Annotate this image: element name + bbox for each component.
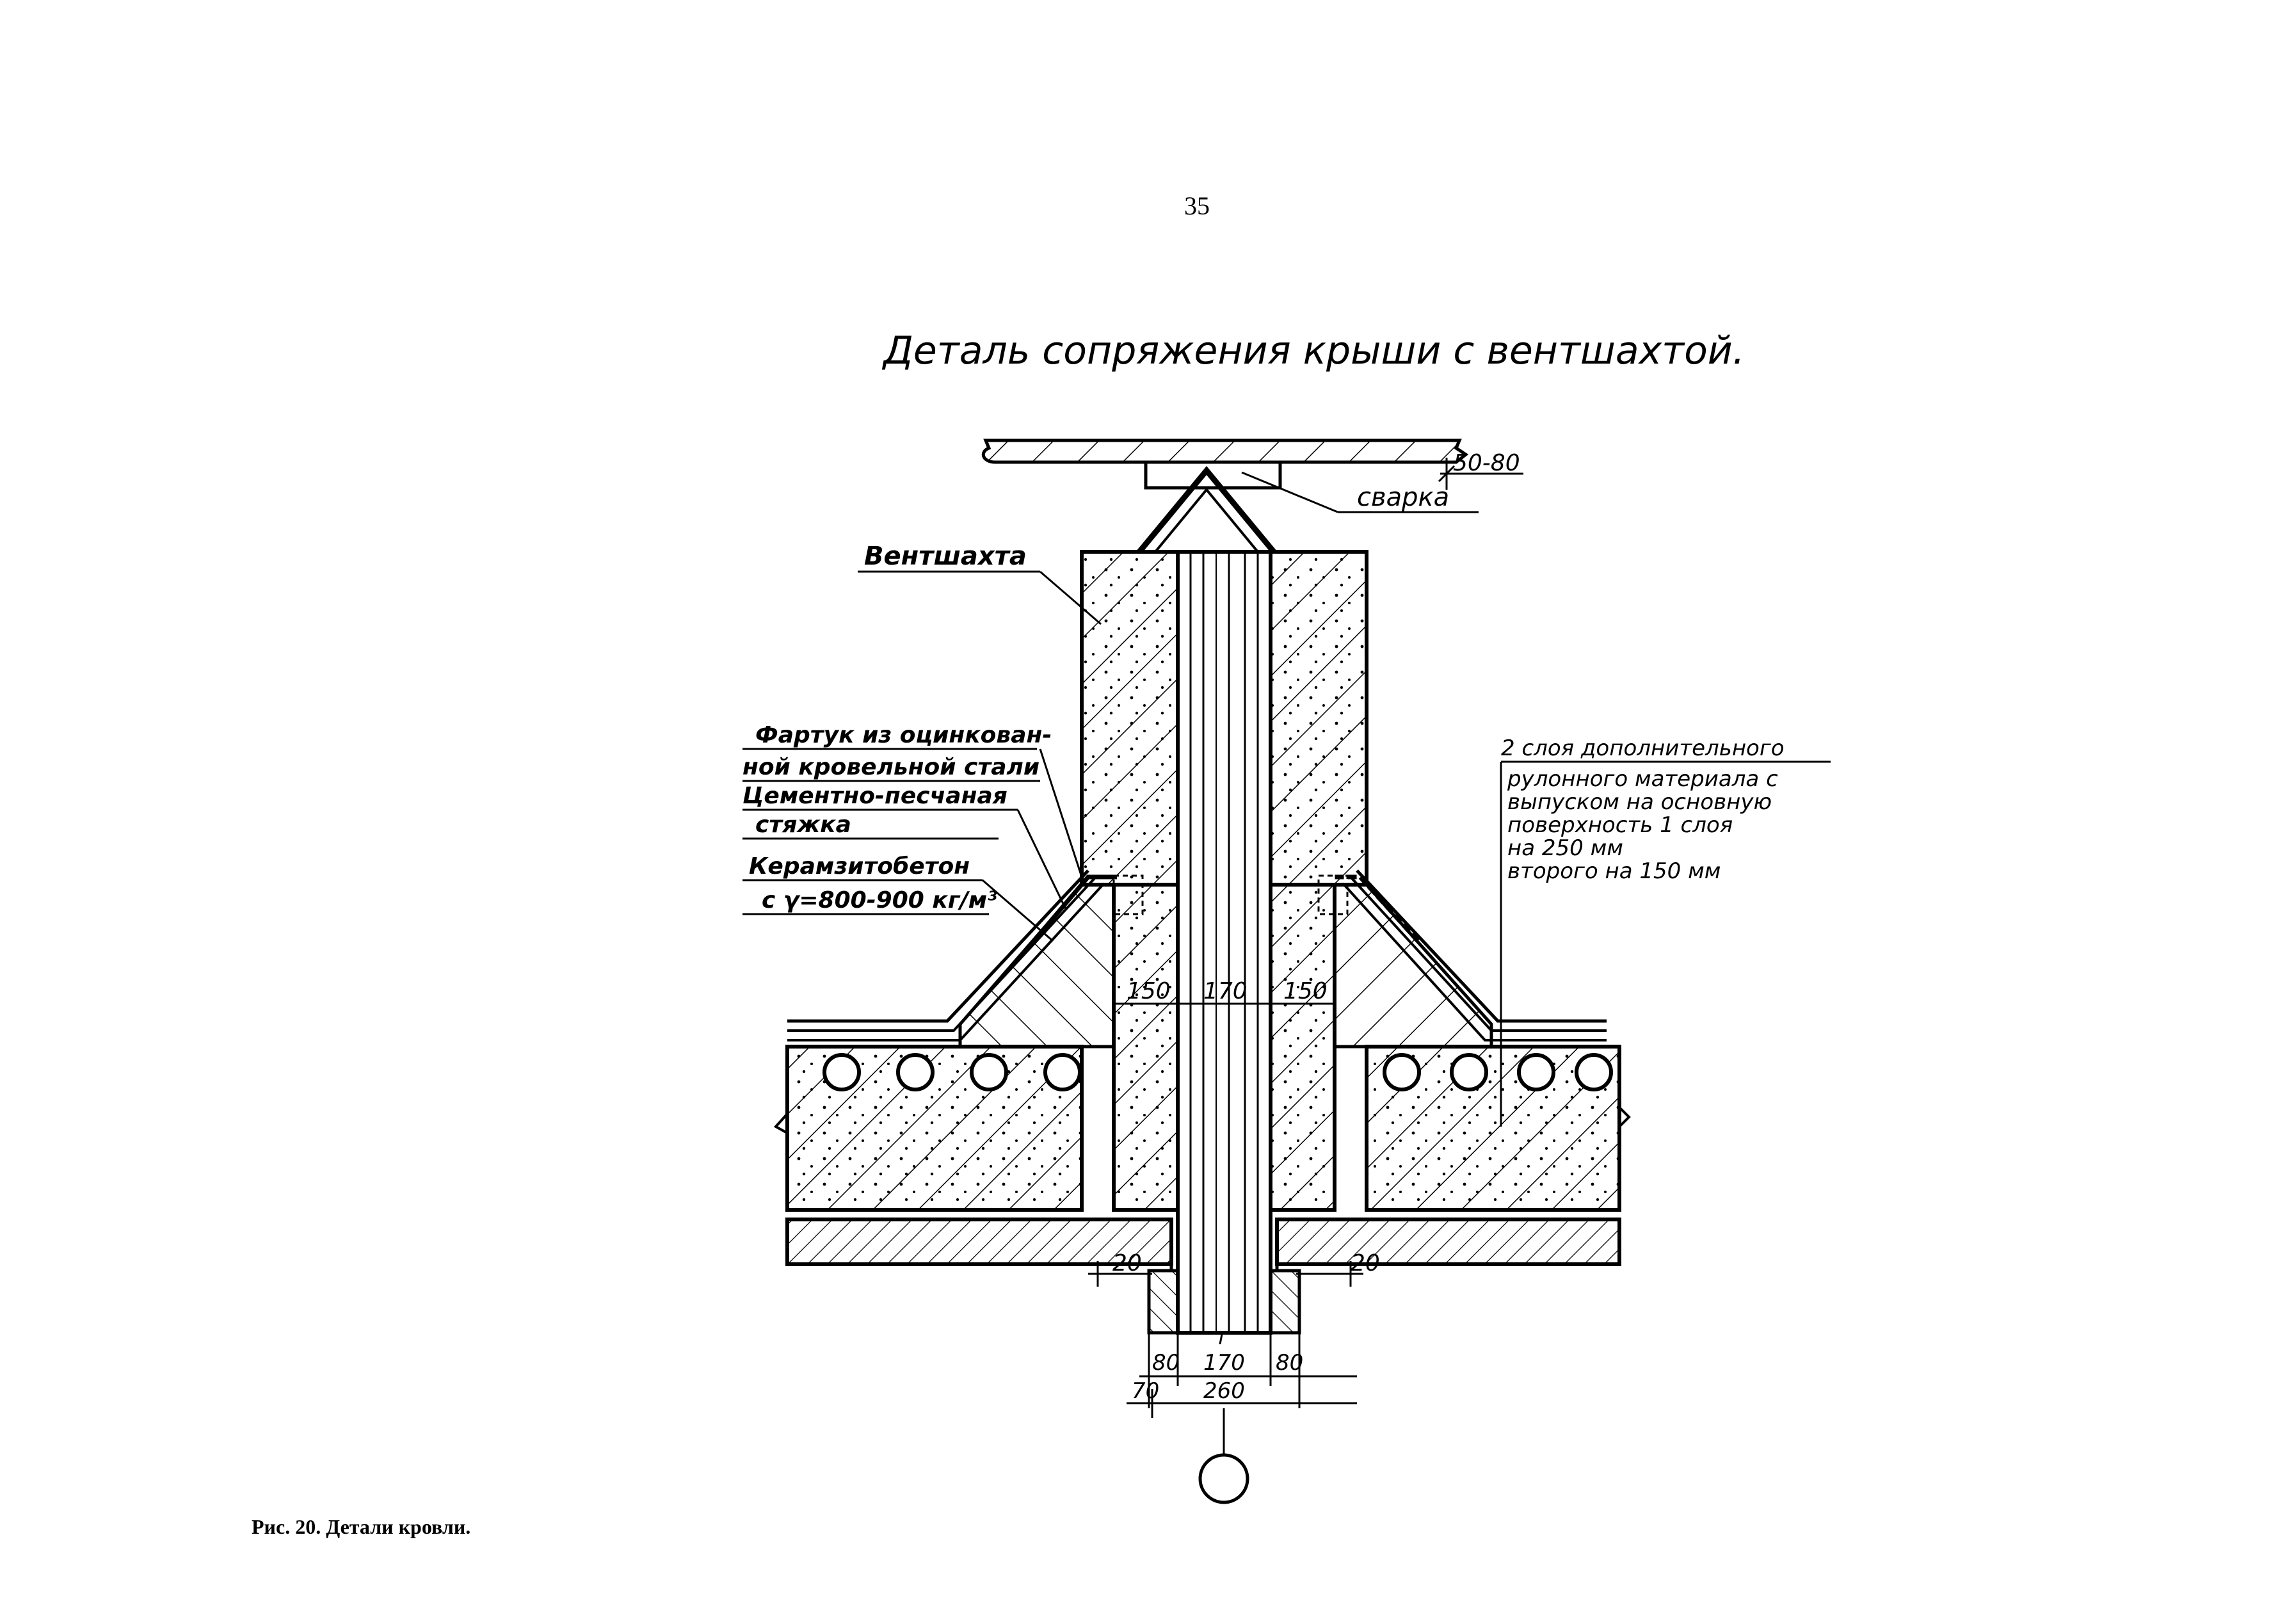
- dim-total-left: 70: [1132, 1378, 1159, 1404]
- screed-callout: Цементно-песчаная стяжка: [742, 783, 1067, 910]
- weld-callout: сварка: [1241, 471, 1479, 513]
- ceiling-slab: [785, 1218, 1621, 1335]
- keramzit-callout: Керамзитобетон с γ=800-900 кг/м³: [742, 853, 1054, 942]
- layers-label-line5: на 250 мм: [1507, 835, 1623, 861]
- apron-callout: Фартук из оцинкован- ной кровельной стал…: [742, 722, 1083, 878]
- screed-label-line1: Цементно-песчаная: [742, 783, 1007, 809]
- vent-shaft: [1080, 550, 1368, 1335]
- axis-letter: г: [1218, 1324, 1230, 1350]
- keramzit-fillets: [787, 869, 1607, 1049]
- dim-bottom-right: 80: [1276, 1350, 1303, 1376]
- drawing-title: Деталь сопряжения крыши с вентшахтой.: [881, 328, 1745, 373]
- keramzit-label-line2: с γ=800-900 кг/м³: [762, 887, 997, 913]
- dim-bottom-mid: 170: [1203, 1350, 1245, 1376]
- dimension-row-150-170-150: 150 170 150: [1114, 978, 1335, 1005]
- dim-channel: 170: [1203, 978, 1248, 1004]
- roll-layers-callout: 2 слоя дополнительного рулонного материа…: [1500, 736, 1831, 1127]
- shaft-callout: Вентшахта: [858, 542, 1102, 625]
- apron-label-line2: ной кровельной стали: [742, 754, 1039, 780]
- dimension-row-80-170-80: 80 170 80: [1139, 1333, 1357, 1408]
- shaft-label: Вентшахта: [864, 542, 1027, 571]
- dimension-offsets-20: 20 20: [1088, 1250, 1380, 1287]
- gap-dimension: 50-80: [1438, 450, 1523, 490]
- figure-caption: Рис. 20. Детали кровли.: [252, 1515, 470, 1538]
- layers-label-line6: второго на 150 мм: [1507, 858, 1721, 884]
- layers-label-line2: рулонного материала с: [1507, 766, 1778, 792]
- page-number: 35: [1184, 191, 1210, 220]
- dim-offset-right: 20: [1351, 1250, 1380, 1276]
- dim-offset-left: 20: [1112, 1250, 1142, 1276]
- hollow-core-slab-left: [773, 1045, 1084, 1212]
- dim-bottom-left: 80: [1152, 1350, 1180, 1376]
- weld-label: сварка: [1357, 483, 1449, 512]
- hollow-core-slab-right: [1365, 1045, 1631, 1212]
- apron-label-line1: Фартук из оцинкован-: [755, 722, 1052, 748]
- layers-label-line1: 2 слоя дополнительного: [1501, 736, 1785, 761]
- layers-label-line3: выпуском на основную: [1507, 789, 1772, 815]
- layers-label-line4: поверхность 1 слоя: [1507, 812, 1733, 838]
- dim-wall-left: 150: [1127, 978, 1171, 1004]
- dim-total: 260: [1203, 1378, 1245, 1404]
- cap-slab: [981, 438, 1469, 554]
- dim-wall-right: 150: [1283, 978, 1328, 1004]
- axis-marker: г: [1198, 1324, 1249, 1504]
- screed-label-line2: стяжка: [755, 812, 851, 838]
- gap-dimension-label: 50-80: [1453, 450, 1520, 476]
- dimension-row-70-260: 70 260: [1127, 1378, 1357, 1418]
- keramzit-label-line1: Керамзитобетон: [749, 853, 970, 880]
